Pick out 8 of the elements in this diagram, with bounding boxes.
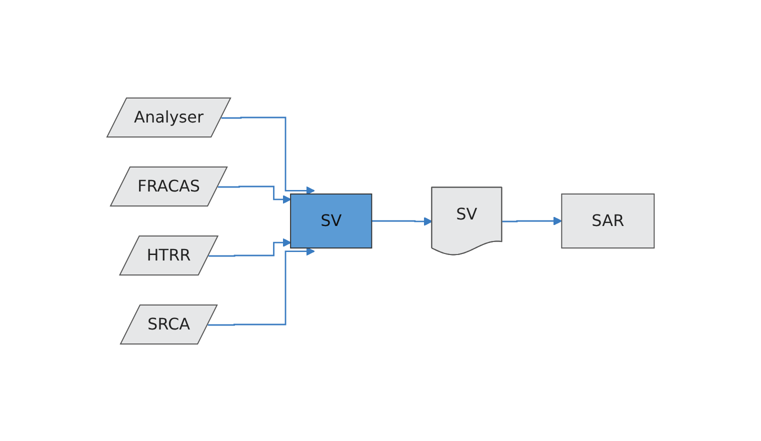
arrow bbox=[208, 246, 315, 326]
node-box: SAR bbox=[561, 193, 655, 248]
arrow bbox=[372, 216, 432, 226]
arrow bbox=[208, 238, 292, 256]
arrow bbox=[218, 185, 292, 204]
node-box: SV bbox=[290, 193, 372, 248]
arrow bbox=[502, 216, 562, 225]
arrow bbox=[221, 116, 315, 195]
